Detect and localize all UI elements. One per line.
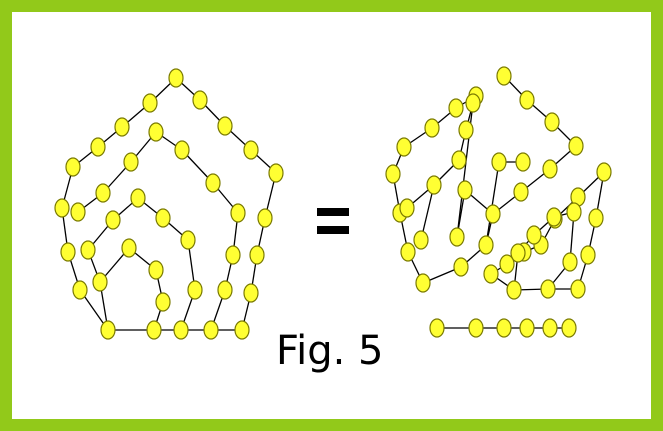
decomposed-node xyxy=(561,318,577,338)
decomposed-node xyxy=(515,152,531,172)
decomposed-node xyxy=(519,90,535,110)
pentagon-node xyxy=(155,208,171,228)
pentagon-node xyxy=(205,173,221,193)
pentagon-node xyxy=(65,157,81,177)
decomposed-node xyxy=(513,182,529,202)
pentagon-node xyxy=(121,238,137,258)
decomposed-node xyxy=(426,175,442,195)
pentagon-node xyxy=(155,292,171,312)
pentagon-node xyxy=(230,203,246,223)
pentagon-node xyxy=(100,320,116,340)
decomposed-node xyxy=(510,243,526,263)
decomposed-node xyxy=(457,180,473,200)
decomposed-node xyxy=(596,162,612,182)
decomposed-graph xyxy=(385,66,612,338)
decomposed-node xyxy=(478,235,494,255)
decomposed-node xyxy=(499,254,515,274)
decomposed-edge xyxy=(485,161,500,246)
pentagon-node xyxy=(148,260,164,280)
pentagon-node xyxy=(54,198,70,218)
decomposed-node xyxy=(506,280,522,300)
decomposed-node xyxy=(483,264,499,284)
decomposed-node xyxy=(519,318,535,338)
decomposed-node xyxy=(491,152,507,172)
pentagon-node xyxy=(72,280,88,300)
decomposed-node xyxy=(413,230,429,250)
decomposed-node xyxy=(496,318,512,338)
pentagon-node xyxy=(60,242,76,262)
decomposed-node xyxy=(424,118,440,138)
pentagon-node xyxy=(225,245,241,265)
decomposed-node xyxy=(542,159,558,179)
pentagon-node xyxy=(234,320,250,340)
pentagon-node xyxy=(130,188,146,208)
pentagon-node xyxy=(80,240,96,260)
pentagon-node xyxy=(217,116,233,136)
pentagon-node xyxy=(114,117,130,137)
pentagon-node xyxy=(243,283,259,303)
decomposed-node xyxy=(562,252,578,272)
pentagon-node xyxy=(180,230,196,250)
decomposed-node xyxy=(588,208,604,228)
decomposed-node xyxy=(540,279,556,299)
decomposed-node xyxy=(465,93,481,113)
decomposed-node xyxy=(566,202,582,222)
decomposed-node xyxy=(448,98,464,118)
pentagon-node xyxy=(243,140,259,160)
pentagon-node xyxy=(105,210,121,230)
pentagon-node xyxy=(142,93,158,113)
decomposed-node xyxy=(544,112,560,132)
decomposed-node xyxy=(385,164,401,184)
nested-pentagons-graph xyxy=(54,68,284,340)
decomposed-node xyxy=(485,204,501,224)
pentagon-node xyxy=(174,140,190,160)
decomposed-node xyxy=(526,225,542,245)
decomposed-node xyxy=(451,150,467,170)
decomposed-node xyxy=(546,207,562,227)
pentagon-node xyxy=(187,280,203,300)
decomposed-node xyxy=(496,66,512,86)
decomposed-node xyxy=(399,198,415,218)
decomposed-node xyxy=(429,318,445,338)
pentagon-node xyxy=(168,68,184,88)
decomposed-node xyxy=(400,242,416,262)
pentagon-node xyxy=(92,272,108,292)
pentagon-node xyxy=(203,320,219,340)
decomposed-node xyxy=(468,318,484,338)
decomposed-node xyxy=(458,120,474,140)
decomposed-node xyxy=(396,137,412,157)
decomposed-node xyxy=(449,227,465,247)
pentagon-node xyxy=(95,183,111,203)
decomposed-node xyxy=(453,257,469,277)
decomposed-node xyxy=(542,318,558,338)
decomposed-node xyxy=(570,279,586,299)
pentagon-node xyxy=(268,163,284,183)
pentagon-node xyxy=(173,320,189,340)
pentagon-node xyxy=(148,122,164,142)
pentagon-node xyxy=(257,208,273,228)
equals-sign xyxy=(317,208,349,234)
pentagon-node xyxy=(217,280,233,300)
decomposed-node xyxy=(415,273,431,293)
pentagon-node xyxy=(146,320,162,340)
decomposed-node xyxy=(580,245,596,265)
pentagon-node xyxy=(249,245,265,265)
pentagon-node xyxy=(90,137,106,157)
decomposed-node xyxy=(568,136,584,156)
figure-caption: Fig. 5 xyxy=(276,328,384,374)
pentagon-node xyxy=(192,90,208,110)
pentagon-node xyxy=(123,152,139,172)
pentagon-node xyxy=(70,202,86,222)
